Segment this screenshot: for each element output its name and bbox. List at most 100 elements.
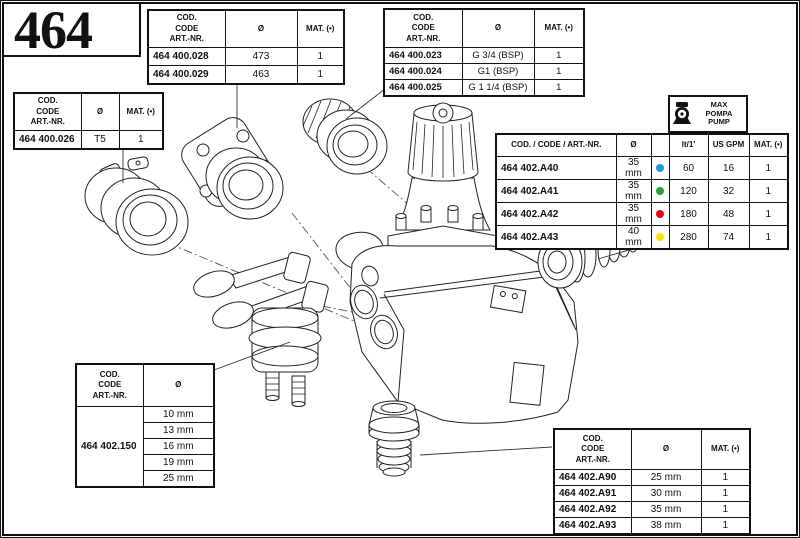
cell-usgpm: 48 xyxy=(707,202,750,226)
cell-usgpm: 16 xyxy=(707,156,750,180)
cell-lt: 60 xyxy=(668,156,709,180)
cell-mat: 1 xyxy=(748,202,789,226)
table-bottom-right: COD. CODE ART.-NR. Ø MAT. (•) 464 402.A9… xyxy=(553,428,751,535)
pump-icon xyxy=(673,102,691,124)
cell-code: 464 400.023 xyxy=(383,47,463,64)
cell-code: 464 400.028 xyxy=(147,47,226,66)
cell-code: 464 402.A40 xyxy=(495,156,617,180)
pump-header-box: MAX POMPA PUMP xyxy=(668,95,748,133)
cell-diameter: 10 mm xyxy=(142,406,215,423)
table-left: COD. CODE ART.-NR. Ø MAT. (•) 464 400.02… xyxy=(13,92,164,150)
col-header-code: COD. CODE ART.-NR. xyxy=(13,92,82,131)
cell-code: 464 402.A42 xyxy=(495,202,617,226)
table-row: 464 402.A40 35 mm 60 16 1 xyxy=(495,156,789,180)
table-row: 464 402.A93 38 mm 1 xyxy=(553,517,751,535)
flow-color-dot xyxy=(656,232,664,241)
table-top-center: COD. CODE ART.-NR. Ø MAT. (•) 464 400.02… xyxy=(147,9,345,85)
cell-mat: 1 xyxy=(700,485,751,502)
cell-diameter: G 3/4 (BSP) xyxy=(461,47,535,64)
cell-diameter: 473 xyxy=(224,47,298,66)
col-header-diameter: Ø xyxy=(224,9,298,48)
col-header-color xyxy=(650,133,670,157)
table-row: 464 400.023 G 3/4 (BSP) 1 xyxy=(383,47,585,64)
cell-mat: 1 xyxy=(296,65,345,85)
cell-diameter: 38 mm xyxy=(630,517,702,535)
cell-code: 464 402.A43 xyxy=(495,225,617,250)
table-row: 464 400.024 G1 (BSP) 1 xyxy=(383,63,585,80)
cell-diameter: G1 (BSP) xyxy=(461,63,535,80)
cell-mat: 1 xyxy=(748,179,789,203)
cell-code: 464 402.A41 xyxy=(495,179,617,203)
cell-code: 464 402.A93 xyxy=(553,517,632,535)
table-row: 464 402.150 10 mm xyxy=(75,406,215,488)
cell-diameter: 35 mm xyxy=(615,202,652,226)
flow-color-dot xyxy=(656,209,664,218)
cell-diameter: 25 mm xyxy=(630,469,702,486)
cell-code: 464 400.029 xyxy=(147,65,226,85)
table-bottom-left: COD. CODE ART.-NR. Ø 464 402.150 10 mm 1… xyxy=(75,363,215,488)
cell-mat: 1 xyxy=(296,47,345,66)
cell-diameter: 40 mm xyxy=(615,225,652,250)
cell-diameter: 19 mm xyxy=(142,454,215,471)
col-header-diameter: Ø xyxy=(615,133,652,157)
col-header-diameter: Ø xyxy=(80,92,120,131)
cell-mat: 1 xyxy=(533,47,585,64)
cell-lt: 120 xyxy=(668,179,709,203)
table-row: 464 402.A43 40 mm 280 74 1 xyxy=(495,225,789,250)
cell-diameter: 463 xyxy=(224,65,298,85)
cell-mat: 1 xyxy=(118,130,164,150)
cell-usgpm: 32 xyxy=(707,179,750,203)
col-header-us-gpm: US GPM xyxy=(707,133,750,157)
table-row: 464 402.A91 30 mm 1 xyxy=(553,485,751,502)
table-flow: COD. / CODE / ART.-NR. Ø lt/1' US GPM MA… xyxy=(495,133,789,250)
table-row: 464 402.A42 35 mm 180 48 1 xyxy=(495,202,789,226)
cell-mat: 1 xyxy=(700,517,751,535)
cell-diameter: 16 mm xyxy=(142,438,215,455)
table-row: 464 400.026 T5 1 xyxy=(13,130,164,150)
col-header-diameter: Ø xyxy=(630,428,702,470)
col-header-code: COD. CODE ART.-NR. xyxy=(75,363,144,407)
cell-diameter: 35 mm xyxy=(630,501,702,518)
cell-mat: 1 xyxy=(533,79,585,97)
cell-lt: 180 xyxy=(668,202,709,226)
cell-diameter: 25 mm xyxy=(142,470,215,488)
col-header-code: COD. CODE ART.-NR. xyxy=(383,8,463,48)
cell-code: 464 402.A90 xyxy=(553,469,632,486)
cell-color xyxy=(650,179,670,203)
cell-mat: 1 xyxy=(700,469,751,486)
cell-code: 464 402.150 xyxy=(75,406,144,488)
drawing-flange-coupler xyxy=(181,117,284,220)
drawing-threaded-plug xyxy=(368,400,420,477)
drawing-lever-valves xyxy=(193,251,329,407)
col-header-code: COD. CODE ART.-NR. xyxy=(553,428,632,470)
cell-color xyxy=(650,225,670,250)
cell-diameter: 30 mm xyxy=(630,485,702,502)
cell-mat: 1 xyxy=(748,156,789,180)
cell-diameter: 13 mm xyxy=(142,422,215,439)
table-row: 464 402.A92 35 mm 1 xyxy=(553,501,751,518)
table-row: 19 mm xyxy=(76,454,215,471)
drawing-cam-coupler xyxy=(84,156,189,256)
cell-color xyxy=(650,156,670,180)
drawing-regulator-unit xyxy=(335,102,579,424)
cell-diameter: 35 mm xyxy=(615,156,652,180)
table-row: 464 400.025 G 1 1/4 (BSP) 1 xyxy=(383,79,585,97)
col-header-mat: MAT. (•) xyxy=(118,92,164,131)
col-header-code: COD. CODE ART.-NR. xyxy=(147,9,226,48)
col-header-mat: MAT. (•) xyxy=(748,133,789,157)
col-header-mat: MAT. (•) xyxy=(296,9,345,48)
col-header-mat: MAT. (•) xyxy=(700,428,751,470)
flow-color-dot xyxy=(656,163,664,172)
table-row: 464 402.A41 35 mm 120 32 1 xyxy=(495,179,789,203)
cell-code: 464 400.024 xyxy=(383,63,463,80)
drawing-threaded-adapter xyxy=(302,98,388,175)
cell-mat: 1 xyxy=(700,501,751,518)
cell-usgpm: 74 xyxy=(707,225,750,250)
cell-code: 464 402.A92 xyxy=(553,501,632,518)
table-row: 464 402.A90 25 mm 1 xyxy=(553,469,751,486)
col-header-mat: MAT. (•) xyxy=(533,8,585,48)
cell-mat: 1 xyxy=(748,225,789,250)
cell-lt: 280 xyxy=(668,225,709,250)
cell-code: 464 400.025 xyxy=(383,79,463,97)
